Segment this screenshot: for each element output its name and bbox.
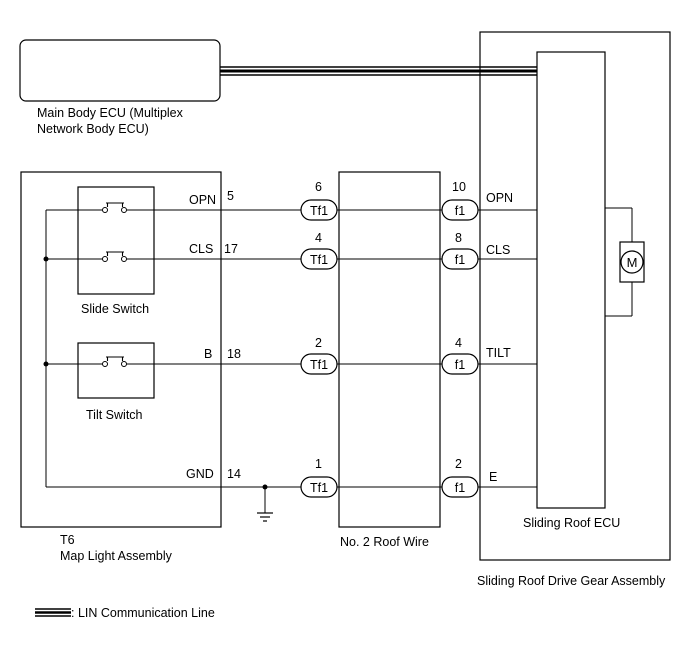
junction-dot-tilt <box>43 361 49 367</box>
slide-switch-opn-contact <box>102 202 127 213</box>
left-pin-gnd: 14 <box>227 467 241 481</box>
sliding-roof-ecu-box <box>536 51 606 509</box>
f1-pin-tilt: 4 <box>455 336 462 350</box>
right-term-tilt: TILT <box>486 346 511 360</box>
left-pin-opn: 5 <box>227 189 234 203</box>
f1-pin-gnd: 2 <box>455 457 462 471</box>
f1-connector-cls <box>441 248 479 270</box>
left-pin-cls: 17 <box>224 242 238 256</box>
tf1-connector-tilt <box>300 353 338 375</box>
slide-switch-cls-contact <box>102 251 127 262</box>
motor-icon <box>620 250 644 274</box>
main-body-ecu-label-2: Network Body ECU) <box>37 122 149 136</box>
slide-switch-label: Slide Switch <box>81 302 149 316</box>
left-term-cls: CLS <box>189 242 213 256</box>
main-body-ecu-box <box>19 39 221 102</box>
f1-connector-tilt <box>441 353 479 375</box>
left-term-opn: OPN <box>189 193 216 207</box>
slide-switch-box <box>77 186 155 295</box>
tf1-connector-cls <box>300 248 338 270</box>
main-body-ecu-label-1: Main Body ECU (Multiplex <box>37 106 184 120</box>
sliding-roof-ecu-label: Sliding Roof ECU <box>523 516 620 530</box>
f1-label-tilt: f1 <box>455 358 465 372</box>
tilt-switch-contact <box>102 356 127 367</box>
left-pin-b: 18 <box>227 347 241 361</box>
f1-label-gnd: f1 <box>455 481 465 495</box>
tf1-connector-gnd <box>300 476 338 498</box>
ground-icon <box>257 484 273 522</box>
map-light-label: Map Light Assembly <box>60 549 173 563</box>
tf1-label-tilt: Tf1 <box>310 358 328 372</box>
tilt-switch-box <box>77 342 155 399</box>
lin-legend-swatch <box>35 608 71 617</box>
lin-bus-line <box>220 66 537 76</box>
f1-pin-opn: 10 <box>452 180 466 194</box>
f1-pin-cls: 8 <box>455 231 462 245</box>
tf1-pin-tilt: 2 <box>315 336 322 350</box>
tf1-pin-opn: 6 <box>315 180 322 194</box>
right-term-opn: OPN <box>486 191 513 205</box>
roof-wire-label: No. 2 Roof Wire <box>340 535 429 549</box>
tf1-connector-opn <box>300 199 338 221</box>
tf1-label-gnd: Tf1 <box>310 481 328 495</box>
f1-label-opn: f1 <box>455 204 465 218</box>
map-light-code: T6 <box>60 533 75 547</box>
tilt-switch-label: Tilt Switch <box>86 408 143 422</box>
f1-label-cls: f1 <box>455 253 465 267</box>
junction-dot-cls <box>43 256 49 262</box>
motor-symbol: M <box>627 255 638 270</box>
left-term-gnd: GND <box>186 467 214 481</box>
left-term-b: B <box>204 347 212 361</box>
roof-wire-box <box>338 171 441 528</box>
tf1-label-cls: Tf1 <box>310 253 328 267</box>
drive-gear-assembly-label: Sliding Roof Drive Gear Assembly <box>477 574 666 588</box>
f1-connector-opn <box>441 199 479 221</box>
tf1-pin-cls: 4 <box>315 231 322 245</box>
tf1-pin-gnd: 1 <box>315 457 322 471</box>
right-term-gnd: E <box>489 470 497 484</box>
right-term-cls: CLS <box>486 243 510 257</box>
tf1-label-opn: Tf1 <box>310 204 328 218</box>
f1-connector-gnd <box>441 476 479 498</box>
lin-legend-text: : LIN Communication Line <box>71 606 215 620</box>
